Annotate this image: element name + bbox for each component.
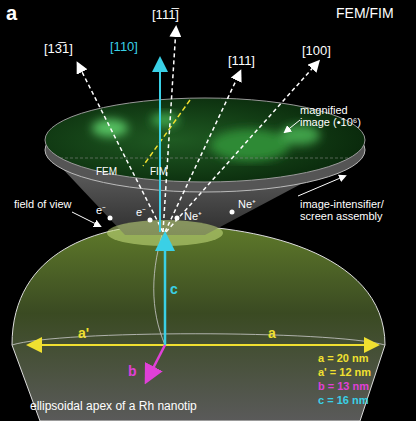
mode-label: FIM [150,166,167,177]
direction-label: [110] [110,40,138,54]
particle-label: Ne⁺ [238,198,256,210]
particle-label: Ne⁺ [184,210,202,222]
axis-label: b [128,364,137,379]
screen-annotation: image-intensifier/ screen assembly [300,198,390,222]
panel-letter: a [6,2,17,24]
particle-label: e⁻ [96,204,106,216]
axis-label: c [170,282,178,297]
dimension-label: a' = 12 nm [318,366,371,378]
technique-label: FEM/FIM [336,6,394,21]
dimension-label: b = 13 nm [318,380,369,392]
axis-label: a [268,326,276,341]
part-label: ellipsoidal apex of a Rh nanotip [30,400,197,413]
direction-label: [111] [228,54,255,68]
region-label: field of view [14,198,71,210]
dimension-label: a = 20 nm [318,352,368,364]
mode-label: FEM [96,166,117,177]
direction-label: [13̅1] [44,42,73,56]
particle-label: e⁻ [136,206,146,218]
dimension-label: c = 16 nm [318,394,368,406]
direction-label: [100] [302,44,331,58]
screen-annotation: magnified image (•10⁶) [300,104,380,128]
axis-label: a' [78,326,89,341]
direction-label: [111̅] [152,8,179,22]
